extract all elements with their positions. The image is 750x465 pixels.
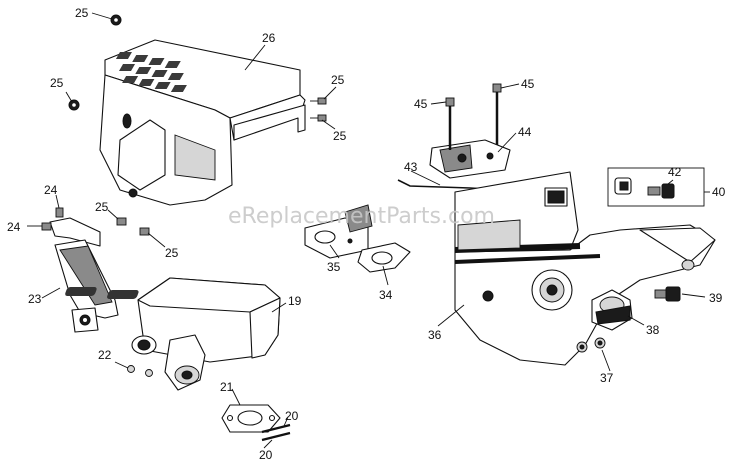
- part-38-knob[interactable]: [591, 289, 633, 331]
- part-37-nut-b[interactable]: [594, 337, 606, 349]
- part-25-screw-right-a[interactable]: [310, 97, 327, 105]
- part-37-nut-a[interactable]: [576, 341, 588, 353]
- callout-34: 34: [379, 288, 393, 302]
- part-35-bracket[interactable]: [304, 204, 373, 259]
- part-45-bolt-a[interactable]: [445, 97, 455, 150]
- part-25-screw-right-b[interactable]: [310, 114, 327, 122]
- part-45-bolt-b[interactable]: [492, 83, 502, 145]
- part-22-nut-b[interactable]: [145, 369, 153, 377]
- callout-44: 44: [518, 125, 532, 139]
- callout-21: 21: [220, 380, 234, 394]
- callout-35: 35: [327, 260, 341, 274]
- callout-42: 42: [668, 165, 682, 179]
- part-36-housing[interactable]: [454, 171, 716, 366]
- callout-23: 23: [28, 292, 42, 306]
- part-26-muffler-shield[interactable]: [99, 39, 306, 206]
- callout-38: 38: [646, 323, 660, 337]
- part-20-stud-b[interactable]: [261, 431, 291, 442]
- callout-24: 24: [44, 183, 58, 197]
- part-42-knob-insert[interactable]: [614, 177, 675, 199]
- part-39-key[interactable]: [654, 286, 681, 302]
- callout-19: 19: [288, 294, 302, 308]
- part-21-gasket[interactable]: [221, 404, 281, 433]
- callout-24: 24: [7, 220, 21, 234]
- callout-37: 37: [600, 371, 614, 385]
- part-19-muffler[interactable]: [64, 277, 281, 391]
- part-25-screw-mid-b[interactable]: [139, 227, 150, 236]
- watermark: eReplacementParts.com: [228, 204, 495, 229]
- callout-20: 20: [285, 409, 299, 423]
- leader-lines: [27, 12, 710, 449]
- callout-45: 45: [414, 97, 428, 111]
- callout-36: 36: [428, 328, 442, 342]
- callout-45: 45: [521, 77, 535, 91]
- callout-25: 25: [75, 6, 89, 20]
- callout-25: 25: [165, 246, 179, 260]
- callout-22: 22: [98, 348, 112, 362]
- callout-43: 43: [404, 160, 418, 174]
- part-24-screw-b[interactable]: [41, 222, 52, 231]
- part-44-control-bracket[interactable]: [429, 139, 511, 179]
- callout-labels: 25 26 25 25 25 45 45 44 43 42 40 24 24 2…: [7, 6, 726, 462]
- part-25-bolt-top[interactable]: [110, 14, 122, 26]
- part-24-screw-a[interactable]: [55, 207, 64, 218]
- callout-25: 25: [95, 200, 109, 214]
- callout-25: 25: [331, 73, 345, 87]
- part-25-bolt-left[interactable]: [68, 99, 80, 111]
- part-23-bracket[interactable]: [49, 217, 119, 333]
- part-22-nut-a[interactable]: [127, 365, 135, 373]
- callout-39: 39: [709, 291, 723, 305]
- callout-26: 26: [262, 31, 276, 45]
- callout-25: 25: [50, 76, 64, 90]
- part-25-screw-mid-a[interactable]: [116, 217, 127, 226]
- callout-40: 40: [712, 185, 726, 199]
- callout-25: 25: [333, 129, 347, 143]
- part-20-stud-a[interactable]: [261, 423, 291, 434]
- part-34-gasket[interactable]: [357, 242, 411, 273]
- callout-20: 20: [259, 448, 273, 462]
